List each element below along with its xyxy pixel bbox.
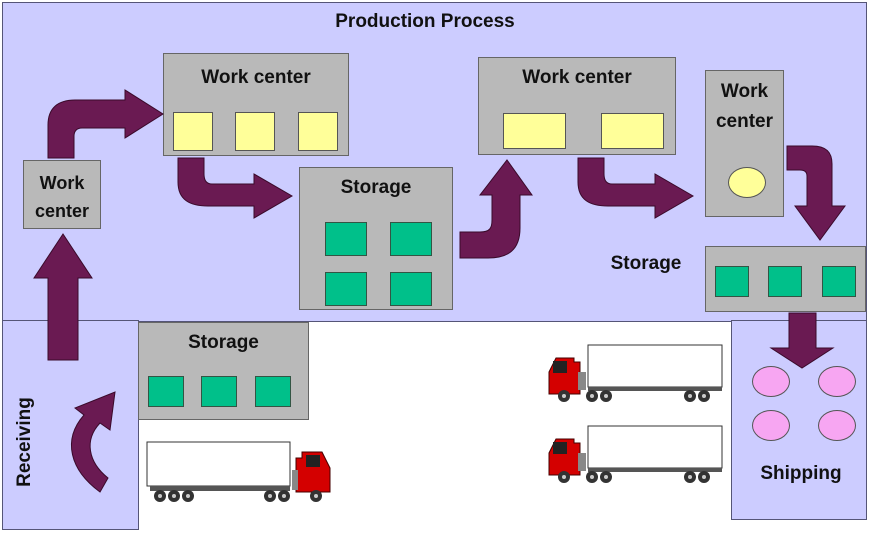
storage-2-label: Storage: [610, 253, 682, 274]
work-center-1-label: Work center: [34, 173, 90, 221]
work-center-3: Work center: [478, 57, 676, 155]
flow-arrow: [33, 233, 93, 361]
flow-arrow: [459, 159, 533, 259]
storage-item: [325, 272, 367, 306]
work-item: [503, 113, 566, 149]
work-item: [235, 112, 275, 151]
storage-item: [715, 266, 749, 297]
work-center-4-label: Work center: [715, 81, 774, 132]
storage-item: [768, 266, 802, 297]
storage-item: [390, 222, 432, 256]
storage-item: [201, 376, 237, 407]
flow-arrow: [71, 391, 116, 493]
storage-item: [255, 376, 291, 407]
storage-item: [390, 272, 432, 306]
storage-item: [148, 376, 184, 407]
truck-icon: [548, 344, 723, 402]
storage-item: [325, 222, 367, 256]
shipping-item: [818, 410, 856, 441]
storage-3: Storage: [138, 322, 309, 420]
shipping-label: Shipping: [760, 463, 842, 484]
work-item: [173, 112, 213, 151]
storage-item: [822, 266, 856, 297]
truck-icon: [548, 425, 723, 483]
work-center-2: Work center: [163, 53, 349, 156]
work-center-3-label: Work center: [522, 67, 632, 88]
work-item: [728, 167, 766, 198]
shipping-item: [752, 410, 790, 441]
storage-1: Storage: [299, 167, 453, 310]
flow-arrow: [769, 312, 835, 369]
storage-2: [705, 246, 866, 312]
work-center-2-label: Work center: [201, 67, 311, 88]
shipping-item: [818, 366, 856, 397]
shipping-item: [752, 366, 790, 397]
storage-1-label: Storage: [340, 177, 412, 198]
flow-arrow: [177, 157, 293, 219]
work-item: [601, 113, 664, 149]
storage-3-label: Storage: [188, 332, 259, 353]
production-process-title: Production Process: [335, 11, 515, 32]
work-item: [298, 112, 338, 151]
work-center-4: Work center: [705, 70, 784, 217]
work-center-1: Work center: [23, 160, 101, 229]
truck-icon: [146, 441, 331, 502]
flow-arrow: [47, 89, 164, 159]
flow-arrow: [786, 145, 846, 241]
flow-arrow: [577, 157, 694, 219]
